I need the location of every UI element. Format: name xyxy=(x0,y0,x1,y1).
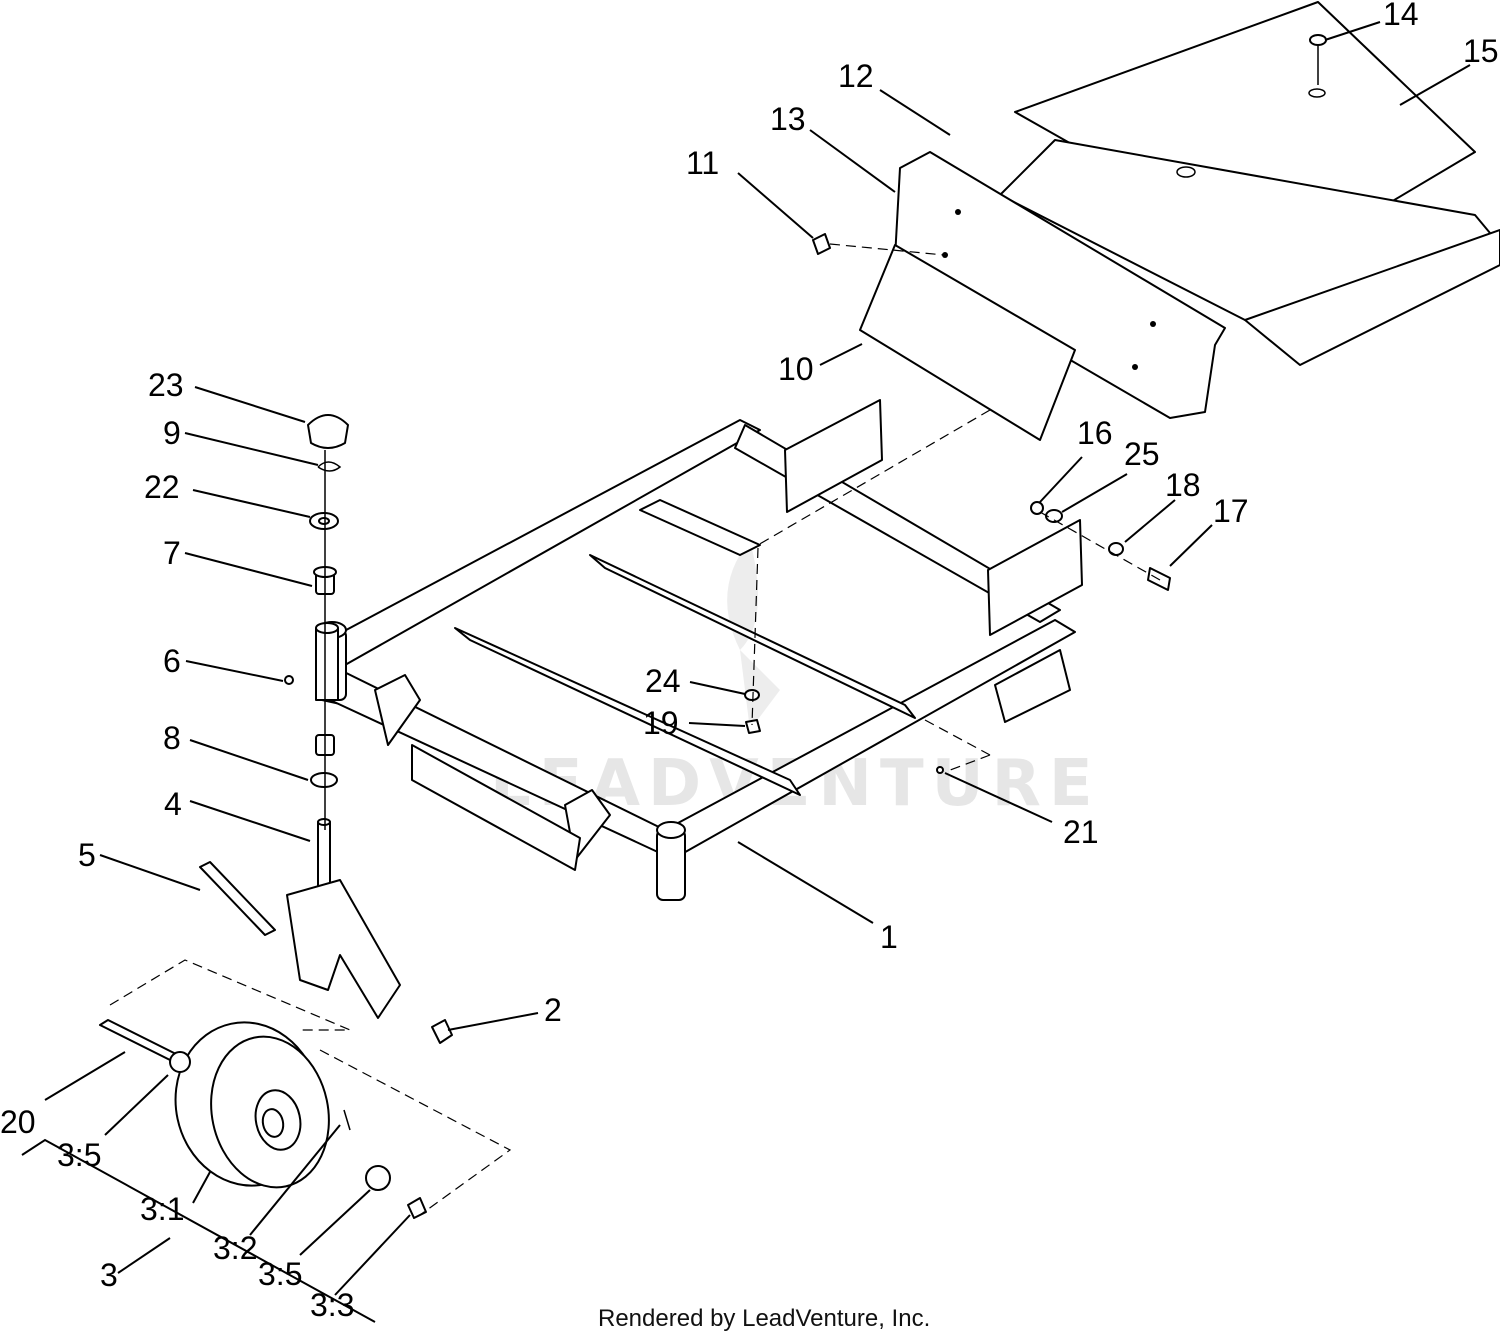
callout-21: 21 xyxy=(1063,814,1099,850)
part-15-cover-plate xyxy=(999,1,1500,366)
callout-11: 11 xyxy=(686,145,719,181)
callout-13: 13 xyxy=(770,101,806,137)
callout-9: 9 xyxy=(163,415,181,451)
callout-1: 1 xyxy=(880,919,898,955)
caster-stack xyxy=(199,414,453,1044)
callout-12: 12 xyxy=(838,58,874,94)
callout-20: 20 xyxy=(0,1104,36,1140)
callout-6: 6 xyxy=(163,643,181,679)
callout-23: 23 xyxy=(148,367,184,403)
callout-3-5-right: 3:5 xyxy=(258,1256,302,1292)
callout-14: 14 xyxy=(1383,0,1419,32)
callout-3-2: 3:2 xyxy=(213,1230,257,1266)
callout-3-5-left: 3:5 xyxy=(57,1137,101,1173)
callout-25: 25 xyxy=(1124,436,1160,472)
leader-lines xyxy=(21,21,1471,1323)
callout-18: 18 xyxy=(1165,467,1201,503)
callout-3: 3 xyxy=(100,1257,118,1293)
part-13-deflector-bracket xyxy=(859,151,1226,441)
callout-3-1: 3:1 xyxy=(140,1191,184,1227)
part-3-wheel-assembly xyxy=(99,1019,427,1219)
callout-15: 15 xyxy=(1463,33,1499,69)
callout-7: 7 xyxy=(163,535,181,571)
callout-19: 19 xyxy=(643,705,679,741)
callout-5: 5 xyxy=(78,837,96,873)
callout-24: 24 xyxy=(645,663,681,699)
hardware xyxy=(284,34,1327,774)
alignment-lines xyxy=(109,243,1161,1216)
callout-22: 22 xyxy=(144,469,180,505)
footer-credit: Rendered by LeadVenture, Inc. xyxy=(598,1305,930,1332)
callout-3-3: 3:3 xyxy=(310,1287,354,1323)
callout-10: 10 xyxy=(778,351,814,387)
callout-17: 17 xyxy=(1213,493,1249,529)
callout-4: 4 xyxy=(164,786,182,822)
callout-2: 2 xyxy=(544,992,562,1028)
part-1-main-frame xyxy=(317,399,1083,901)
callout-16: 16 xyxy=(1077,415,1113,451)
callout-8: 8 xyxy=(163,720,181,756)
